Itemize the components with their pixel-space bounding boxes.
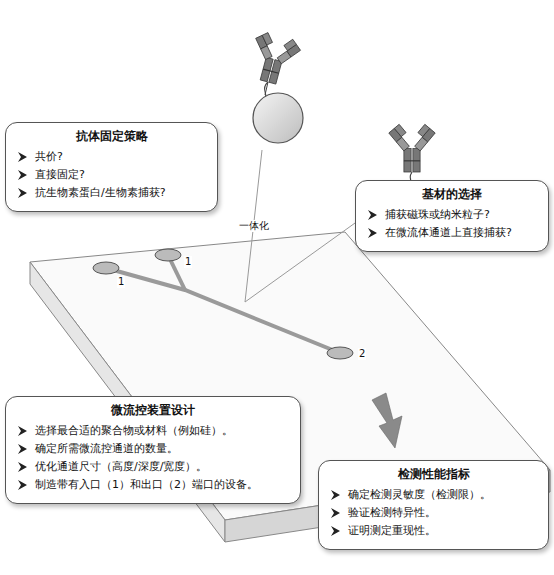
bullet-text: 捕获磁珠或纳米粒子?	[385, 207, 490, 223]
bullet-row: 选择最合适的聚合物或材料（例如硅）。	[16, 423, 290, 439]
bullet-text: 优化通道尺寸（高度/深度/宽度）。	[35, 459, 207, 475]
bullet-row: 制造带有入口（1）和出口（2）端口的设备。	[16, 477, 290, 493]
port-number: 1	[184, 256, 192, 268]
bullet-row: 优化通道尺寸（高度/深度/宽度）。	[16, 459, 290, 475]
bullet-row: 抗生物素蛋白/生物素捕获?	[16, 185, 207, 201]
bullet-arrow	[18, 170, 27, 180]
bullet-row: 确定检测灵敏度（检测限）。	[329, 487, 538, 503]
bullet-arrow	[18, 152, 27, 162]
port-number: 1	[117, 276, 125, 288]
bullet-text: 共价?	[35, 149, 63, 165]
bullet-arrow	[368, 210, 377, 220]
bullet-arrow	[18, 444, 27, 454]
bullet-text: 在微流体通道上直接捕获?	[385, 225, 512, 241]
bullet-arrow	[18, 188, 27, 198]
bullet-row: 在微流体通道上直接捕获?	[366, 225, 538, 241]
box-heading: 基材的选择	[422, 187, 482, 201]
bullet-row: 直接固定?	[16, 167, 207, 183]
bullet-text: 直接固定?	[35, 167, 85, 183]
bullet-row: 共价?	[16, 149, 207, 165]
bullet-row: 证明测定重现性。	[329, 523, 538, 539]
heading-row: 基材的选择	[366, 187, 538, 202]
heading-row: 抗体固定策略	[16, 129, 207, 144]
bullet-text: 抗生物素蛋白/生物素捕获?	[35, 185, 166, 201]
bullet-arrow	[331, 508, 340, 518]
bullet-row: 确定所需微流控通道的数量。	[16, 441, 290, 457]
bullet-text: 证明测定重现性。	[348, 523, 436, 539]
bullet-arrow	[331, 526, 340, 536]
bullet-arrow	[331, 490, 340, 500]
heading-row: 微流控装置设计	[16, 403, 290, 418]
bullet-text: 验证检测特异性。	[348, 505, 436, 521]
bullet-arrow	[18, 462, 27, 472]
bullet-row: 验证检测特异性。	[329, 505, 538, 521]
bullet-text: 制造带有入口（1）和出口（2）端口的设备。	[35, 477, 258, 493]
info-box: 基材的选择捕获磁珠或纳米粒子? 在微流体通道上直接捕获?	[355, 180, 549, 252]
heading-row: 检测性能指标	[329, 467, 538, 482]
info-box: 检测性能指标确定检测灵敏度（检测限）。验证检测特异性。证明测定重现性。	[318, 460, 549, 550]
bullet-arrow	[18, 480, 27, 490]
box-heading: 微流控装置设计	[111, 403, 195, 417]
bullet-text: 确定所需微流控通道的数量。	[35, 441, 178, 457]
bullet-arrow	[368, 228, 377, 238]
bullet-text: 确定检测灵敏度（检测限）。	[348, 487, 491, 503]
info-box: 微流控装置设计选择最合适的聚合物或材料（例如硅）。确定所需微流控通道的数量。优化…	[5, 396, 301, 504]
box-heading: 检测性能指标	[398, 467, 470, 481]
bullet-row: 捕获磁珠或纳米粒子?	[366, 207, 538, 223]
bullet-arrow	[18, 426, 27, 436]
info-box: 抗体固定策略共价? 直接固定? 抗生物素蛋白/生物素捕获?	[5, 122, 218, 212]
port-number: 2	[358, 348, 366, 360]
integration-label: 一体化	[238, 220, 270, 232]
box-heading: 抗体固定策略	[76, 129, 148, 143]
bullet-text: 选择最合适的聚合物或材料（例如硅）。	[35, 423, 233, 439]
